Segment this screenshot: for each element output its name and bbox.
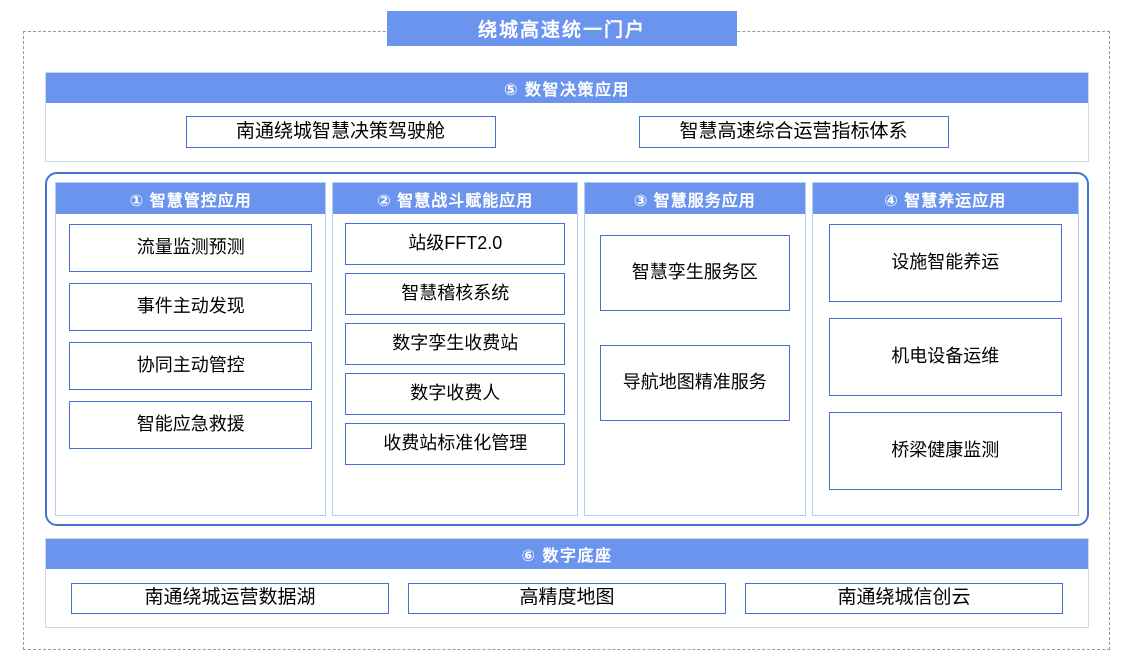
decision-item-cockpit[interactable]: 南通绕城智慧决策驾驶舱 (185, 116, 496, 148)
item-facility-intelligent-maintenance[interactable]: 设施智能养运 (828, 224, 1062, 302)
base-item-operation-data-lake[interactable]: 南通绕城运营数据湖 (71, 582, 389, 614)
section-digital-foundation: ⑥ 数字底座 南通绕城运营数据湖 高精度地图 南通绕城信创云 (45, 538, 1089, 628)
item-electromechanical-equipment-ops[interactable]: 机电设备运维 (828, 318, 1062, 396)
item-digital-toll-collector[interactable]: 数字收费人 (345, 373, 565, 415)
column-3-header: ③ 智慧服务应用 (584, 183, 805, 214)
item-station-fft2[interactable]: 站级FFT2.0 (345, 223, 565, 265)
application-columns-container: ① 智慧管控应用 流量监测预测 事件主动发现 协同主动管控 智能应急救援 ② 智… (45, 172, 1089, 526)
item-collaborative-active-control[interactable]: 协同主动管控 (69, 342, 313, 390)
decision-item-indicator-system[interactable]: 智慧高速综合运营指标体系 (638, 116, 949, 148)
column-2-items: 站级FFT2.0 智慧稽核系统 数字孪生收费站 数字收费人 收费站标准化管理 (333, 214, 577, 515)
column-combat-empowerment-application: ② 智慧战斗赋能应用 站级FFT2.0 智慧稽核系统 数字孪生收费站 数字收费人… (332, 182, 578, 516)
section-decision-application: ⑤ 数智决策应用 南通绕城智慧决策驾驶舱 智慧高速综合运营指标体系 (45, 72, 1089, 162)
column-3-items: 智慧孪生服务区 导航地图精准服务 (585, 214, 805, 515)
column-2-header: ② 智慧战斗赋能应用 (333, 183, 577, 214)
item-navigation-map-precision-service[interactable]: 导航地图精准服务 (599, 345, 790, 421)
base-item-xinchuang-cloud[interactable]: 南通绕城信创云 (745, 582, 1063, 614)
column-1-items: 流量监测预测 事件主动发现 协同主动管控 智能应急救援 (56, 214, 325, 515)
item-event-active-discovery[interactable]: 事件主动发现 (69, 283, 313, 331)
item-traffic-monitoring-prediction[interactable]: 流量监测预测 (69, 224, 313, 272)
column-maintenance-application: ④ 智慧养运应用 设施智能养运 机电设备运维 桥梁健康监测 (811, 182, 1079, 516)
section-decision-header: ⑤ 数智决策应用 (46, 73, 1088, 103)
item-toll-station-standardized-management[interactable]: 收费站标准化管理 (345, 423, 565, 465)
item-bridge-health-monitoring[interactable]: 桥梁健康监测 (828, 412, 1062, 490)
item-smart-twin-service-area[interactable]: 智慧孪生服务区 (599, 235, 790, 311)
base-item-high-precision-map[interactable]: 高精度地图 (408, 582, 726, 614)
item-smart-audit-system[interactable]: 智慧稽核系统 (345, 273, 565, 315)
column-control-application: ① 智慧管控应用 流量监测预测 事件主动发现 协同主动管控 智能应急救援 (55, 182, 327, 516)
section-decision-body: 南通绕城智慧决策驾驶舱 智慧高速综合运营指标体系 (46, 103, 1088, 161)
column-4-header: ④ 智慧养运应用 (812, 183, 1078, 214)
column-1-header: ① 智慧管控应用 (56, 183, 326, 214)
section-base-body: 南通绕城运营数据湖 高精度地图 南通绕城信创云 (46, 569, 1088, 627)
item-digital-twin-toll-station[interactable]: 数字孪生收费站 (345, 323, 565, 365)
item-intelligent-emergency-rescue[interactable]: 智能应急救援 (69, 401, 313, 449)
column-service-application: ③ 智慧服务应用 智慧孪生服务区 导航地图精准服务 (583, 182, 806, 516)
column-4-items: 设施智能养运 机电设备运维 桥梁健康监测 (813, 214, 1078, 515)
section-base-header: ⑥ 数字底座 (46, 539, 1088, 569)
portal-title: 绕城高速统一门户 (387, 11, 737, 46)
